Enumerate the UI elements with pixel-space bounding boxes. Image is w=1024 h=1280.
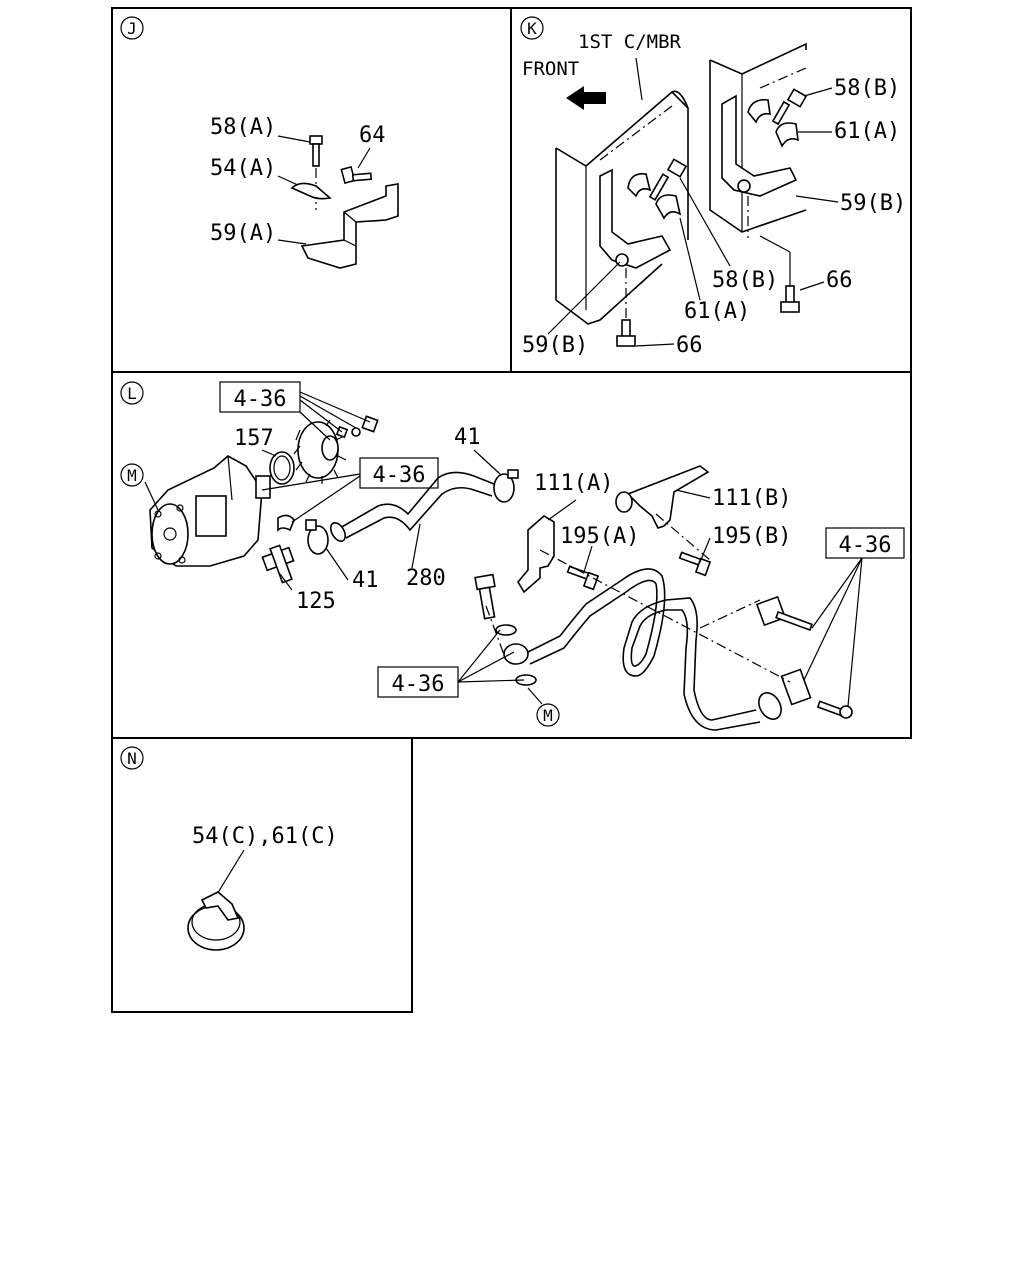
- label-k-clamp-center: 61(A): [684, 299, 750, 324]
- l-bracket-a-drawing: [517, 515, 555, 594]
- panel-l: L M M 4-36 4-36 4-36 4-36 157 41 41 280 …: [120, 381, 905, 731]
- l-bolt-a-drawing: [566, 565, 600, 591]
- l-clip-lower-drawing: [780, 668, 853, 719]
- label-l-clamp-top: 41: [454, 425, 481, 450]
- label-l-hose: 280: [406, 566, 446, 591]
- label-l-oring: 157: [234, 426, 274, 451]
- l-banjo-bolt-drawing: [474, 573, 537, 686]
- label-k-bracket-right: 59(B): [840, 191, 906, 216]
- label-l-clamp-bottom: 41: [352, 568, 379, 593]
- l-fitting-drawing: [261, 514, 295, 584]
- label-l-bolt-a: 195(A): [560, 524, 639, 549]
- l-hose-drawing: [339, 471, 495, 529]
- panel-n: N 54(C),61(C): [120, 746, 338, 951]
- panel-frames: [111, 7, 912, 1013]
- label-k-header: 1ST C/MBR: [578, 31, 682, 53]
- label-l-fitting: 125: [296, 589, 336, 614]
- label-k-clamp-right: 61(A): [834, 119, 900, 144]
- ref-box-hose: 4-36: [373, 463, 426, 488]
- k-bracket-right-drawing: [721, 94, 798, 197]
- k-clamp-center-2: [655, 194, 682, 220]
- label-k-bracket-left: 59(B): [522, 333, 588, 358]
- k-bolt-bottom-right-drawing: [780, 285, 800, 313]
- l-clip-upper-drawing: [755, 595, 813, 632]
- ref-box-pump: 4-36: [234, 387, 287, 412]
- l-clamp-bottom-drawing: [305, 519, 329, 555]
- panel-k-circle-label: K: [527, 19, 537, 38]
- ref-box-line: 4-36: [392, 672, 445, 697]
- ref-box-clip: 4-36: [839, 533, 892, 558]
- panel-n-circle-label: N: [127, 749, 137, 768]
- l-clamp-top-drawing: [493, 469, 519, 503]
- j-bolt2-drawing: [340, 165, 373, 185]
- label-k-bolt-center: 58(B): [712, 268, 778, 293]
- panel-l-circle-label: L: [127, 384, 137, 403]
- j-clamp-drawing: [290, 182, 332, 200]
- panel-j: J 58(A) 64 54(A) 59(A): [120, 16, 399, 269]
- panel-l-sub-circle-1: M: [127, 466, 137, 485]
- label-l-bracket-b: 111(B): [712, 486, 791, 511]
- panel-j-circle-label: J: [127, 19, 137, 38]
- k-clamp-center: [627, 172, 652, 198]
- l-bolt-b-drawing: [678, 551, 712, 577]
- label-j-clamp: 54(A): [210, 156, 276, 181]
- k-clamp-right: [747, 98, 771, 124]
- l-gear-drawing: [293, 415, 379, 484]
- l-pressure-line-drawing: [527, 568, 757, 721]
- label-l-bracket-a: 111(A): [534, 471, 613, 496]
- k-crossmember-right: [709, 42, 807, 233]
- k-bolt-center-drawing: [648, 158, 688, 201]
- l-pump-drawing: [144, 455, 271, 567]
- label-j-bolt2: 64: [359, 123, 386, 148]
- panel-k: K 1ST C/MBR FRONT 58(B) 61(A) 59(B) 58(B…: [520, 16, 906, 358]
- label-k-bolt-right: 58(B): [834, 76, 900, 101]
- l-bracket-b-drawing: [626, 465, 710, 529]
- front-arrow-icon: [566, 86, 606, 110]
- k-clamp-right-2: [775, 122, 799, 148]
- label-l-bolt-b: 195(B): [712, 524, 791, 549]
- panel-l-sub-circle-2: M: [543, 706, 553, 725]
- k-bolt-bottom-center-drawing: [616, 319, 636, 347]
- label-k-bolt-bottom-center: 66: [676, 333, 703, 358]
- label-j-bolt: 58(A): [210, 115, 276, 140]
- label-j-bracket: 59(A): [210, 221, 276, 246]
- label-k-front: FRONT: [522, 58, 579, 80]
- label-n-clamp: 54(C),61(C): [192, 824, 338, 849]
- k-bolt-right-drawing: [771, 88, 808, 126]
- k-bracket-center: [599, 168, 672, 269]
- n-hose-clamp-drawing: [187, 891, 245, 951]
- label-k-bolt-bottom-right: 66: [826, 268, 853, 293]
